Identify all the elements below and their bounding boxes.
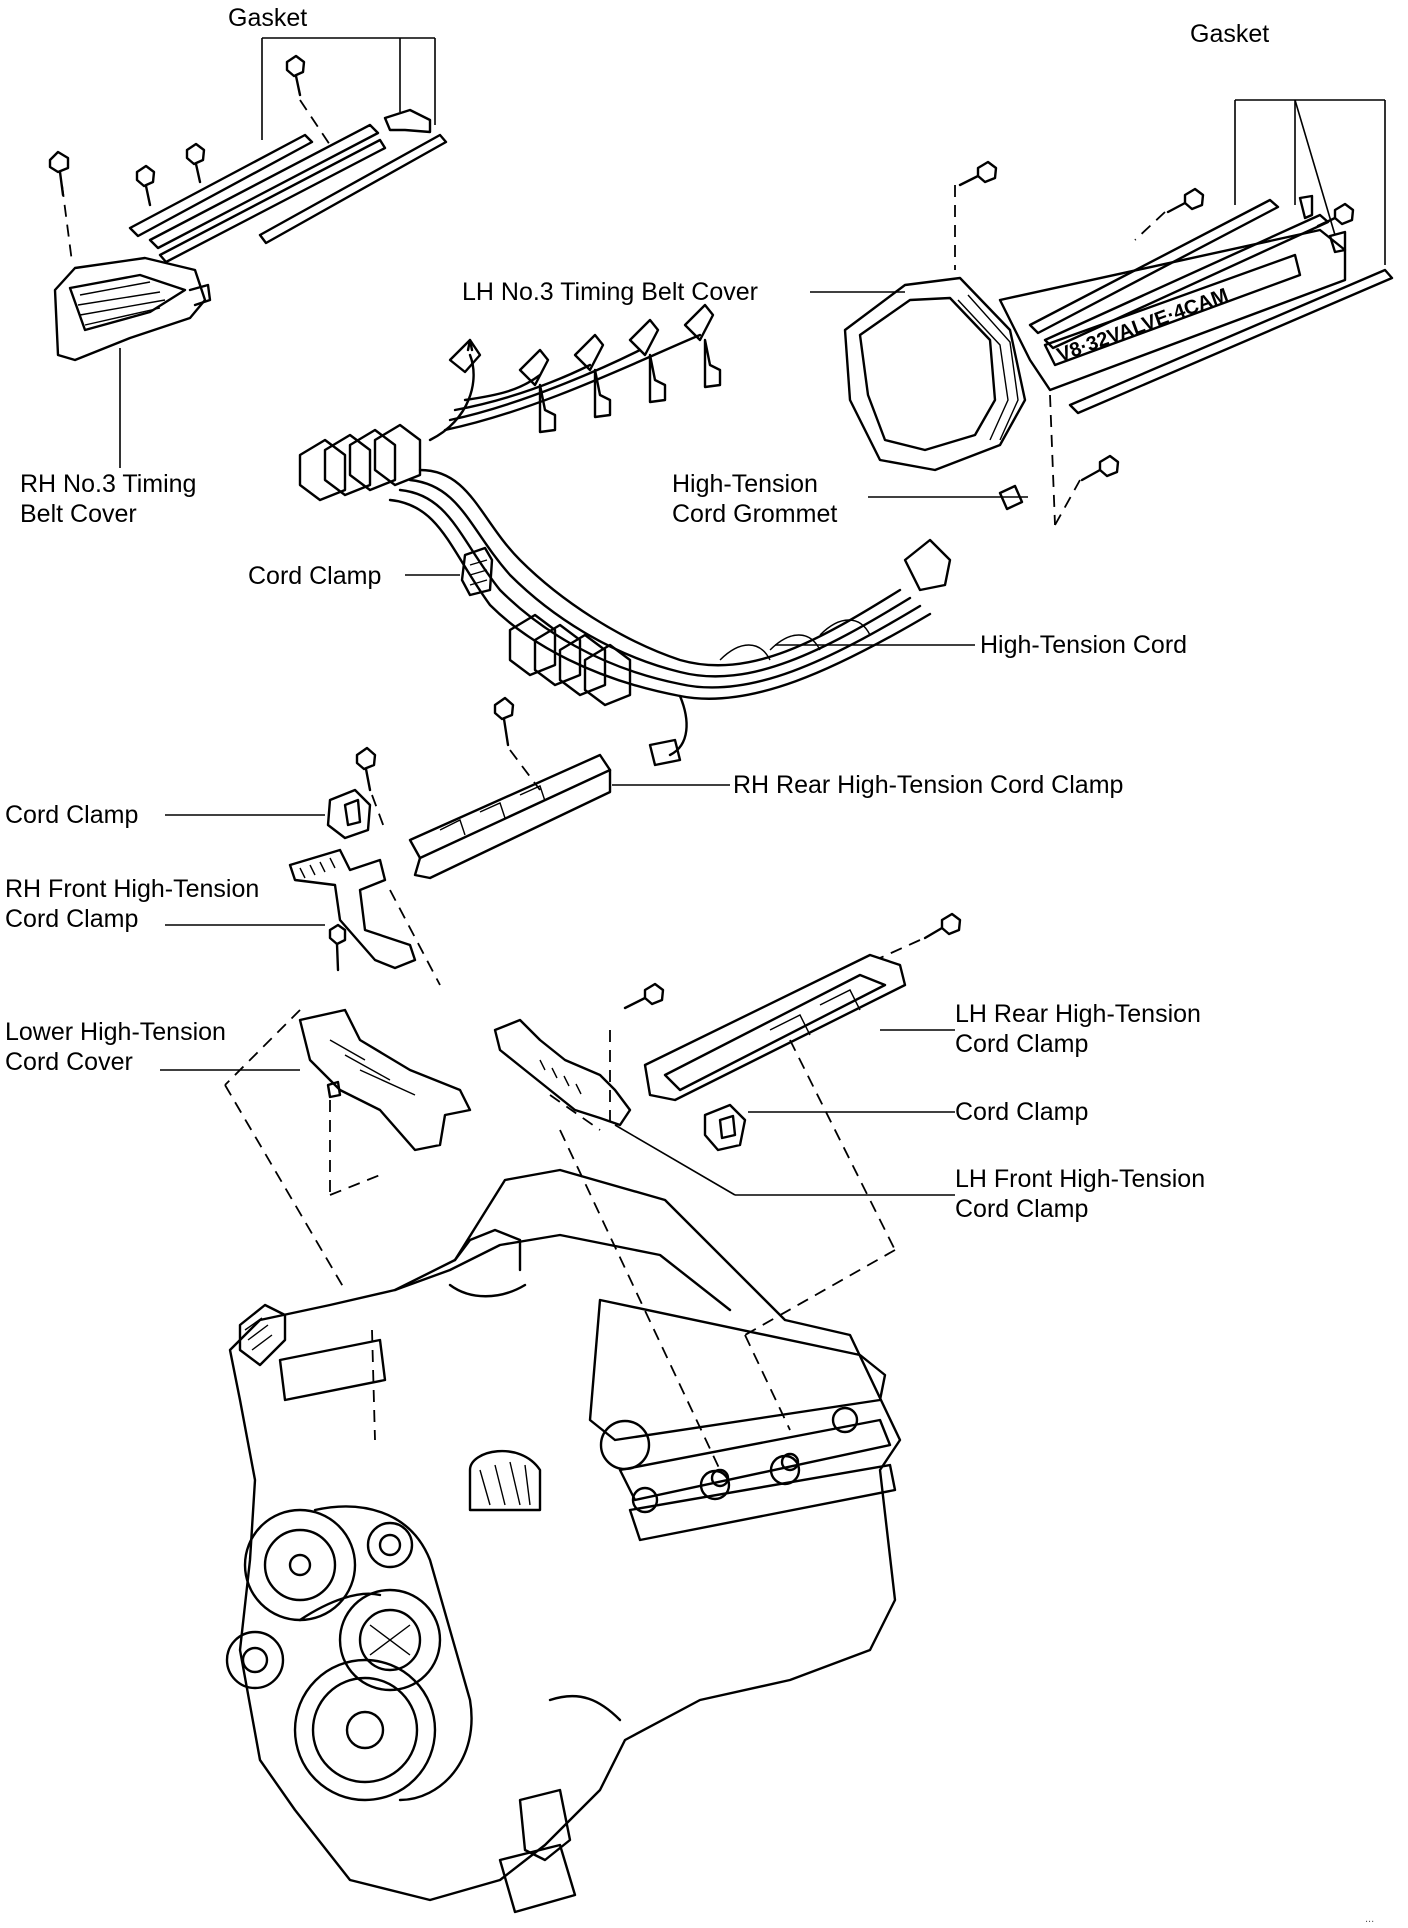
grommet-label-line1: High-Tension — [672, 470, 818, 498]
rh-rear-high-tension-cord-clamp: RH Rear High-Tension Cord Clamp — [408, 696, 1123, 880]
gasket-right-callout: Gasket — [1190, 20, 1386, 265]
lh-no3-cover-callout: LH No.3 Timing Belt Cover — [462, 278, 905, 306]
high-tension-cord-callout: High-Tension Cord — [775, 631, 1187, 659]
lower-cover-label-line1: Lower High-Tension — [5, 1018, 226, 1046]
lower-cover-label-line2: Cord Cover — [5, 1048, 133, 1076]
cord-grommet: High-Tension Cord Grommet — [672, 470, 1028, 528]
lh-rear-high-tension-cord-clamp: LH Rear High-Tension Cord Clamp — [643, 912, 1201, 1102]
lh-no3-timing-belt-cover — [843, 276, 1027, 472]
figure-code: ... — [1365, 1913, 1374, 1925]
lh-rear-clamp-label-line1: LH Rear High-Tension — [955, 1000, 1201, 1028]
gasket-right-label: Gasket — [1190, 20, 1269, 48]
rh-no3-cover-label-line1: RH No.3 Timing — [20, 470, 196, 498]
lh-front-high-tension-cord-clamp: LH Front High-Tension Cord Clamp — [493, 982, 1205, 1223]
rh-no3-cover-label-line2: Belt Cover — [20, 500, 137, 528]
rh-front-high-tension-cord-clamp: RH Front High-Tension Cord Clamp — [5, 848, 441, 986]
gasket-left-callout: Gasket — [228, 4, 436, 140]
cord-clamp-lh: Cord Clamp — [703, 1098, 1088, 1152]
lh-gaskets — [1028, 194, 1394, 415]
lh-rear-clamp-label-line2: Cord Clamp — [955, 1030, 1088, 1058]
rh-front-clamp-label-line2: Cord Clamp — [5, 905, 138, 933]
rh-no3-cover-callout: RH No.3 Timing Belt Cover — [20, 348, 196, 528]
lower-high-tension-cord-cover: Lower High-Tension Cord Cover — [5, 1008, 472, 1152]
high-tension-cord-label: High-Tension Cord — [980, 631, 1187, 659]
lh-no3-cover-label: LH No.3 Timing Belt Cover — [462, 278, 758, 306]
rh-rear-clamp-label: RH Rear High-Tension Cord Clamp — [733, 771, 1123, 799]
cord-clamp-rh: Cord Clamp — [5, 746, 386, 840]
engine-block — [225, 1168, 902, 1914]
cord-clamp-label-3: Cord Clamp — [955, 1098, 1088, 1126]
lh-front-clamp-label-line2: Cord Clamp — [955, 1195, 1088, 1223]
rh-front-clamp-label-line1: RH Front High-Tension — [5, 875, 259, 903]
alignment-dashed-lines — [224, 1009, 896, 1471]
grommet-label-line2: Cord Grommet — [672, 500, 837, 528]
cord-clamp-label-2: Cord Clamp — [5, 801, 138, 829]
rh-no3-timing-belt-cover — [53, 184, 212, 362]
cord-clamp-upper: Cord Clamp — [248, 546, 494, 597]
cord-clamp-label-1: Cord Clamp — [248, 562, 381, 590]
high-tension-cord — [298, 303, 952, 767]
lh-front-clamp-label-line1: LH Front High-Tension — [955, 1165, 1205, 1193]
rh-gaskets — [128, 108, 448, 264]
gasket-left-label: Gasket — [228, 4, 307, 32]
rh-cover-bolts — [48, 54, 331, 207]
lh-cover-bolts — [954, 160, 1355, 526]
